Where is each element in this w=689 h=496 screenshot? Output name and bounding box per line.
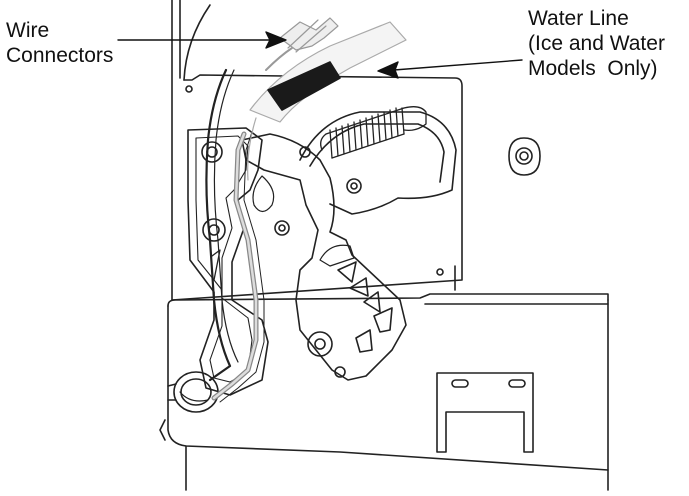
arm-roller: [307, 331, 333, 357]
wire-connectors: [265, 17, 339, 71]
bracket-screw-mid: [202, 218, 226, 242]
hinge-pin-hub: [167, 371, 219, 413]
side-panel-slot: [508, 137, 541, 176]
handle-pocket: [436, 372, 534, 453]
arm-pivot: [274, 220, 290, 236]
cam-plate: [299, 111, 457, 215]
wire-harness: [205, 68, 265, 403]
water-line-arrowhead: [377, 61, 399, 79]
wire-connectors-label-line1: Wire: [6, 19, 50, 42]
hinge-spring: [320, 106, 427, 159]
hinge-bracket: [187, 127, 269, 396]
handle-slot-left: [451, 379, 469, 388]
water-line-label-line1: Water Line: [528, 7, 629, 30]
water-line-label-line3: Models Only): [528, 57, 658, 80]
wire-connectors-arrowhead: [265, 31, 287, 49]
bracket-screw-top: [201, 141, 223, 163]
wire-connectors-label: Wire Connectors: [6, 18, 113, 68]
water-line-label: Water Line (Ice and Water Models Only): [528, 6, 665, 81]
water-line-leader: [393, 59, 523, 71]
water-line-tube: [247, 21, 407, 181]
water-line-band: [267, 61, 341, 111]
handle-slot-right: [508, 379, 526, 388]
hinge-arm: [241, 133, 407, 381]
wire-connectors-label-line2: Connectors: [6, 44, 114, 67]
callout-arrows: [117, 31, 523, 79]
water-line-label-line2: (Ice and Water: [528, 32, 665, 55]
door-panel: [159, 293, 609, 491]
